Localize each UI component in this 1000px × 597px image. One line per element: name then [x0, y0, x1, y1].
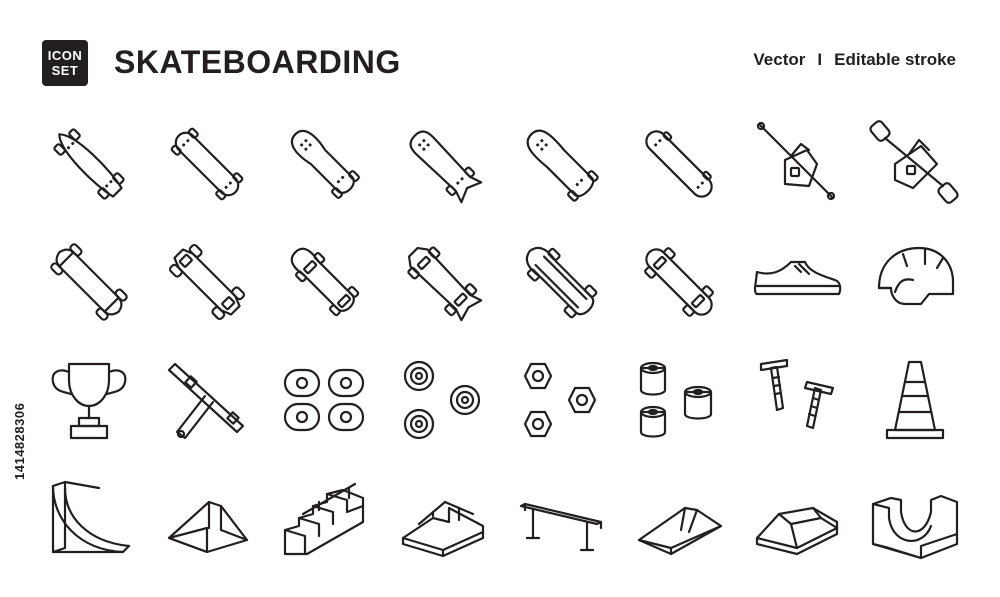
page-title: SKATEBOARDING — [114, 44, 401, 80]
bearings-icon — [393, 350, 493, 450]
bushings-icon — [629, 350, 729, 450]
stair-set-icon — [275, 468, 375, 568]
skateboard-bottom-icon — [629, 232, 729, 332]
skateboard-deck-icon — [629, 114, 729, 214]
mini-ramp-icon — [865, 468, 965, 568]
truck-front-icon — [865, 114, 965, 214]
badge-line-1: ICON — [47, 48, 83, 63]
tagline-vector: Vector — [753, 50, 806, 69]
skate-shoe-icon — [747, 232, 847, 332]
wheels-icon — [275, 350, 375, 450]
old-school-skateboard-icon — [511, 114, 611, 214]
old-school-board-bottom-icon — [511, 232, 611, 332]
icon-set-badge: ICON SET — [42, 40, 88, 86]
icon-grid — [30, 105, 974, 577]
tagline: Vector I Editable stroke — [753, 50, 956, 70]
badge-line-2: SET — [51, 63, 79, 78]
longboard-cruiser-icon — [157, 114, 257, 214]
t-tool-icon — [157, 350, 257, 450]
truck-side-icon — [747, 114, 847, 214]
traffic-cone-icon — [865, 350, 965, 450]
longboard-pintail-icon — [39, 114, 139, 214]
helmet-icon — [865, 232, 965, 332]
shaped-deck-icon — [393, 232, 493, 332]
longboard-wheels-icon — [39, 232, 139, 332]
penny-board-icon — [275, 114, 375, 214]
tagline-editable-stroke: Editable stroke — [834, 50, 956, 69]
stock-id-watermark: 1414828306 — [12, 402, 27, 480]
flat-rail-icon — [511, 468, 611, 568]
quarter-pipe-icon — [39, 468, 139, 568]
pyramid-ramp-icon — [629, 468, 729, 568]
fishtail-cruiser-icon — [393, 114, 493, 214]
trophy-icon — [39, 350, 139, 450]
nuts-icon — [511, 350, 611, 450]
tagline-separator: I — [817, 50, 823, 69]
handrail-ramp-icon — [393, 468, 493, 568]
kingpin-bolts-icon — [747, 350, 847, 450]
funbox-icon — [747, 468, 847, 568]
drop-through-longboard-icon — [157, 232, 257, 332]
launch-ramp-icon — [157, 468, 257, 568]
mini-cruiser-icon — [275, 232, 375, 332]
